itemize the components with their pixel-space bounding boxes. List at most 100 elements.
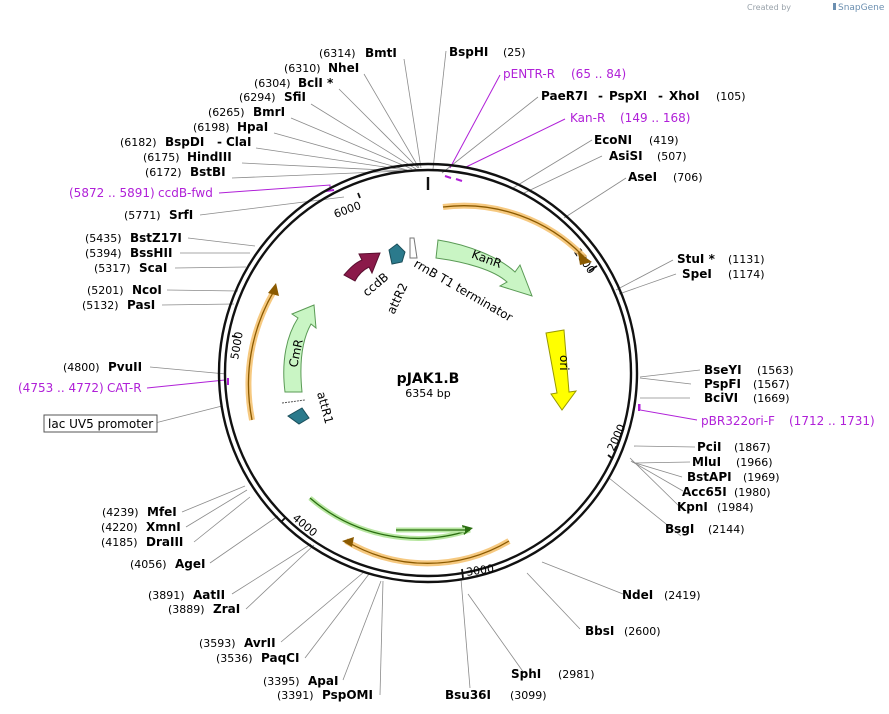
enzyme-pos: (706) bbox=[673, 171, 703, 184]
enzyme-pos: (419) bbox=[649, 134, 679, 147]
enzyme-name: PspXI bbox=[609, 89, 647, 103]
primer-name: Kan-R bbox=[570, 111, 605, 125]
enzyme-name: NdeI bbox=[622, 588, 653, 602]
enzyme-name: Acc65I bbox=[682, 485, 727, 499]
enzyme-name: BstBI bbox=[190, 165, 226, 179]
enzyme-name: BciVI bbox=[704, 391, 738, 405]
tick-label: 6000 bbox=[332, 199, 363, 221]
enzyme-name: SfiI bbox=[284, 90, 306, 104]
cmr-label: CmR bbox=[286, 338, 306, 369]
enzyme-name: PvuII bbox=[108, 360, 142, 374]
enzyme-name: BssHII bbox=[130, 246, 172, 260]
enzyme-pos: (4185) bbox=[101, 536, 138, 549]
enzyme-separator: - bbox=[217, 135, 222, 149]
enzyme-name: PaqCI bbox=[261, 651, 299, 665]
enzyme-name: PspOMI bbox=[322, 688, 373, 702]
enzyme-name: ClaI bbox=[226, 135, 251, 149]
enzyme-name: XmnI bbox=[146, 520, 181, 534]
enzyme-name: AatII bbox=[193, 588, 225, 602]
enzyme-pos: (5394) bbox=[85, 247, 122, 260]
enzyme-pos: (3099) bbox=[510, 689, 547, 702]
ori-feature bbox=[545, 329, 578, 411]
attr2-feature bbox=[388, 243, 406, 265]
enzyme-name: BstZ17I bbox=[130, 231, 182, 245]
green-feature-arcs bbox=[308, 496, 473, 541]
primer-labels: pENTR-R (65 .. 84) Kan-R (149 .. 168) (5… bbox=[18, 67, 875, 428]
enzyme-name: NcoI bbox=[132, 283, 162, 297]
enzyme-pos: (1984) bbox=[717, 501, 754, 514]
enzyme-pos: (5132) bbox=[82, 299, 119, 312]
primer-range: (1712 .. 1731) bbox=[789, 414, 875, 428]
primer-range: (5872 .. 5891) bbox=[69, 186, 155, 200]
enzyme-name: SrfI bbox=[169, 208, 193, 222]
enzyme-pos: (6182) bbox=[120, 136, 157, 149]
plasmid-length: 6354 bp bbox=[405, 387, 450, 400]
enzyme-name: BsgI bbox=[665, 522, 694, 536]
enzyme-pos: (1174) bbox=[728, 268, 765, 281]
attr1-feature bbox=[287, 407, 310, 425]
enzyme-pos: (2981) bbox=[558, 668, 595, 681]
primer-range: (149 .. 168) bbox=[620, 111, 690, 125]
plasmid-name: pJAK1.B bbox=[397, 371, 460, 387]
tick-label: 3000 bbox=[465, 562, 495, 579]
enzyme-pos: (6294) bbox=[239, 91, 276, 104]
attr1-label: attR1 bbox=[314, 390, 336, 425]
enzyme-pos: (4800) bbox=[63, 361, 100, 374]
enzyme-pos: (1966) bbox=[736, 456, 773, 469]
enzyme-pos: (6314) bbox=[319, 47, 356, 60]
backbone-outer bbox=[217, 162, 639, 584]
enzyme-pos: (6198) bbox=[193, 121, 230, 134]
primer-name: ccdB-fwd bbox=[158, 186, 213, 200]
enzyme-pos: (5201) bbox=[87, 284, 124, 297]
enzyme-pos: (1563) bbox=[757, 364, 794, 377]
enzyme-pos: (4239) bbox=[102, 506, 139, 519]
backbone-inner bbox=[223, 168, 633, 578]
enzyme-name: MluI bbox=[692, 455, 721, 469]
snapgene-logo-icon bbox=[833, 3, 836, 10]
enzyme-name: SpeI bbox=[682, 267, 712, 281]
enzyme-separator: - bbox=[658, 89, 663, 103]
watermark-prefix: Created by bbox=[747, 3, 791, 12]
watermark-brand: SnapGene bbox=[838, 3, 885, 13]
enzyme-pos: (507) bbox=[657, 150, 687, 163]
attr2-label: attR2 bbox=[384, 281, 411, 317]
promoter-label: lac UV5 promoter bbox=[48, 417, 153, 431]
enzyme-name: AsiSI bbox=[609, 149, 643, 163]
enzyme-pos: (1131) bbox=[728, 253, 765, 266]
enzyme-pos: (2600) bbox=[624, 625, 661, 638]
enzyme-pos: (3536) bbox=[216, 652, 253, 665]
enzyme-name: PciI bbox=[697, 440, 722, 454]
enzyme-name: BspHI bbox=[449, 45, 488, 59]
enzyme-pos: (3391) bbox=[277, 689, 314, 702]
enzyme-pos: (6265) bbox=[208, 106, 245, 119]
enzyme-pos: (4056) bbox=[130, 558, 167, 571]
enzyme-name: PasI bbox=[127, 298, 155, 312]
enzyme-leader-lines bbox=[149, 50, 701, 696]
enzyme-labels: (6314) BmtI (6310) NheI (6304) BclI * (6… bbox=[63, 45, 794, 702]
enzyme-pos: (2144) bbox=[708, 523, 745, 536]
enzyme-pos: (5435) bbox=[85, 232, 122, 245]
tick-label: 5000 bbox=[228, 331, 246, 361]
enzyme-pos: (3891) bbox=[148, 589, 185, 602]
enzyme-name: HindIII bbox=[187, 150, 232, 164]
enzyme-name: Bsu36I bbox=[445, 688, 491, 702]
enzyme-pos: (3593) bbox=[199, 637, 236, 650]
enzyme-name: BmrI bbox=[253, 105, 285, 119]
enzyme-name: BstAPI bbox=[687, 470, 732, 484]
tick-label: 2000 bbox=[605, 422, 629, 453]
primer-range: (4753 .. 4772) bbox=[18, 381, 104, 395]
enzyme-pos: (5771) bbox=[124, 209, 161, 222]
enzyme-pos: (5317) bbox=[94, 262, 131, 275]
promoter-mark bbox=[281, 399, 306, 404]
enzyme-pos: (6172) bbox=[145, 166, 182, 179]
enzyme-name: BseYI bbox=[704, 363, 742, 377]
enzyme-separator: - bbox=[598, 89, 603, 103]
enzyme-name: MfeI bbox=[147, 505, 177, 519]
enzyme-name: SphI bbox=[511, 667, 541, 681]
terminator-icon bbox=[409, 237, 418, 259]
enzyme-pos: (1867) bbox=[734, 441, 771, 454]
enzyme-pos: (1567) bbox=[753, 378, 790, 391]
enzyme-pos: (3889) bbox=[168, 603, 205, 616]
enzyme-pos: (105) bbox=[716, 90, 746, 103]
